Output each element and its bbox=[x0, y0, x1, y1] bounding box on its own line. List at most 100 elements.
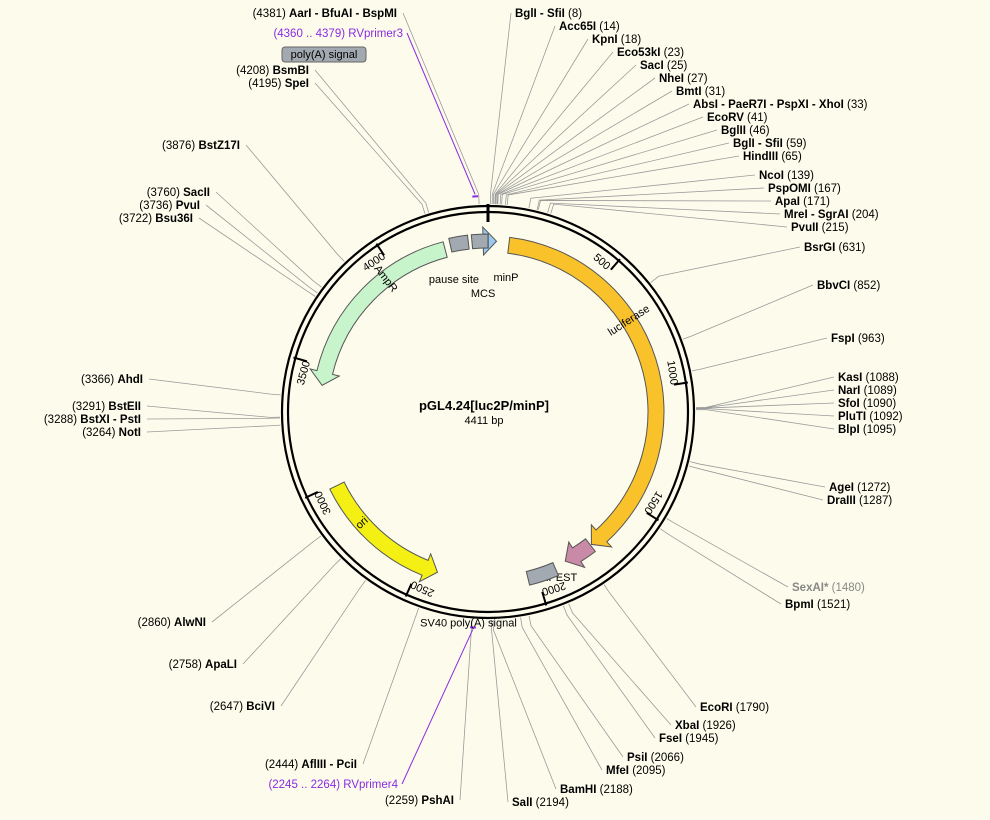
site-position: (2259) bbox=[385, 795, 421, 807]
site-leader-line bbox=[280, 579, 366, 707]
feature-mcs bbox=[470, 233, 489, 250]
site-name: Bsu36I bbox=[155, 213, 193, 225]
site-position: (215) bbox=[818, 222, 848, 234]
site-leader-line bbox=[695, 408, 835, 417]
site-name: HindIII bbox=[743, 151, 778, 163]
tick-mark bbox=[673, 381, 688, 386]
site-leader-line bbox=[568, 603, 672, 726]
feature-sv40-poly-a-signal bbox=[525, 561, 560, 586]
site-position: (2647) bbox=[210, 701, 246, 713]
site-name: PluTI bbox=[838, 411, 866, 423]
site-label: Eco53kI (23) bbox=[617, 47, 684, 59]
tick-mark bbox=[404, 583, 413, 597]
site-position: (1926) bbox=[699, 720, 736, 732]
site-name: ApaI bbox=[775, 196, 800, 208]
site-label: AgeI (1272) bbox=[829, 482, 891, 494]
site-label: BbvCI (852) bbox=[817, 280, 880, 292]
tick-mark bbox=[610, 258, 621, 271]
site-leader-line bbox=[492, 619, 557, 790]
site-position: (1790) bbox=[733, 702, 770, 714]
site-position: (2188) bbox=[596, 784, 633, 796]
site-position: (204) bbox=[849, 209, 879, 221]
site-position: (1090) bbox=[860, 398, 897, 410]
site-leader-line bbox=[314, 69, 430, 213]
site-position: (631) bbox=[835, 242, 865, 254]
site-leader-line bbox=[695, 409, 835, 430]
site-label: SacI (25) bbox=[640, 60, 687, 72]
site-position: (4381) bbox=[253, 8, 289, 20]
site-label: FspI (963) bbox=[831, 333, 885, 345]
site-leader-line bbox=[314, 82, 426, 214]
site-position: (27) bbox=[684, 73, 708, 85]
site-label: AbsI - PaeR7I - PspXI - XhoI (33) bbox=[693, 99, 868, 111]
polya-signal-box: poly(A) signal bbox=[281, 46, 367, 63]
site-label: (3760) SacII bbox=[147, 187, 210, 199]
site-label: (4195) SpeI bbox=[248, 78, 309, 90]
site-label: PsiI (2066) bbox=[627, 752, 684, 764]
site-name: PsiI bbox=[627, 752, 647, 764]
site-label: KpnI (18) bbox=[592, 34, 641, 46]
site-name: BstZ17I bbox=[198, 140, 240, 152]
site-leader-line bbox=[695, 402, 835, 409]
site-name: SacI bbox=[640, 60, 664, 72]
site-name: SfoI bbox=[838, 398, 860, 410]
tick-label: 3500 bbox=[295, 360, 313, 387]
site-name: BsmBI bbox=[273, 65, 309, 77]
site-label: BglI - SfiI (8) bbox=[515, 8, 582, 20]
site-leader-line bbox=[198, 217, 316, 297]
site-name: BciVI bbox=[246, 701, 275, 713]
plasmid-name: pGL4.24[luc2P/minP] bbox=[419, 398, 549, 413]
site-name: AhdI bbox=[117, 374, 143, 386]
site-label: (4208) BsmBI bbox=[236, 65, 309, 77]
site-name: NheI bbox=[659, 73, 684, 85]
site-name: BmtI bbox=[676, 86, 702, 98]
site-leader-line bbox=[666, 518, 789, 588]
primer-range: (4360 .. 4379) bbox=[273, 28, 348, 40]
site-name: PshAI bbox=[421, 795, 454, 807]
site-name: NcoI bbox=[759, 170, 784, 182]
site-label: BlpI (1095) bbox=[838, 424, 896, 436]
site-label: SalI (2194) bbox=[512, 797, 569, 809]
feature-label: minP bbox=[493, 272, 518, 284]
site-position: (59) bbox=[783, 138, 807, 150]
site-label: MreI - SgrAI (204) bbox=[784, 209, 879, 221]
site-label: FseI (1945) bbox=[659, 733, 719, 745]
site-label: HindIII (65) bbox=[743, 151, 802, 163]
site-label: KasI (1088) bbox=[838, 372, 899, 384]
site-position: (4208) bbox=[236, 65, 272, 77]
site-leader-line bbox=[550, 203, 788, 228]
site-leader-line bbox=[682, 284, 814, 340]
site-position: (3722) bbox=[119, 213, 155, 225]
site-position: (167) bbox=[811, 183, 841, 195]
site-leader-line bbox=[547, 202, 781, 215]
feature-label: MCS bbox=[471, 288, 495, 300]
site-label: (2444) AflIII - PciI bbox=[265, 759, 357, 771]
site-label: BglII (46) bbox=[721, 125, 770, 137]
site-position: (139) bbox=[784, 170, 814, 182]
site-label: BamHI (2188) bbox=[560, 784, 633, 796]
site-position: (23) bbox=[660, 47, 684, 59]
feature-label: SV40 poly(A) signal bbox=[420, 617, 517, 629]
site-label: BsrGI (631) bbox=[804, 242, 866, 254]
site-position: (3876) bbox=[162, 140, 198, 152]
site-leader-line bbox=[146, 405, 281, 418]
primer-label: (4360 .. 4379) RVprimer3 bbox=[273, 28, 403, 40]
feature-luciferase bbox=[507, 236, 665, 548]
site-position: (1521) bbox=[814, 599, 851, 611]
site-position: (1095) bbox=[860, 424, 897, 436]
site-name: BglII bbox=[721, 125, 746, 137]
site-name: Eco53kI bbox=[617, 47, 660, 59]
site-leader-line bbox=[688, 465, 824, 501]
polya-signal-label: poly(A) signal bbox=[291, 49, 358, 61]
site-name: SalI bbox=[512, 797, 532, 809]
site-name: MfeI bbox=[606, 765, 629, 777]
site-name: DraIII bbox=[827, 495, 856, 507]
site-leader-line bbox=[242, 558, 341, 665]
site-name: EcoRI bbox=[700, 702, 733, 714]
site-position: (65) bbox=[778, 151, 802, 163]
site-label: (2259) PshAI bbox=[385, 795, 454, 807]
feature-ampr bbox=[308, 241, 448, 387]
site-name: PvuII bbox=[791, 222, 818, 234]
site-label: (3722) Bsu36I bbox=[119, 213, 193, 225]
